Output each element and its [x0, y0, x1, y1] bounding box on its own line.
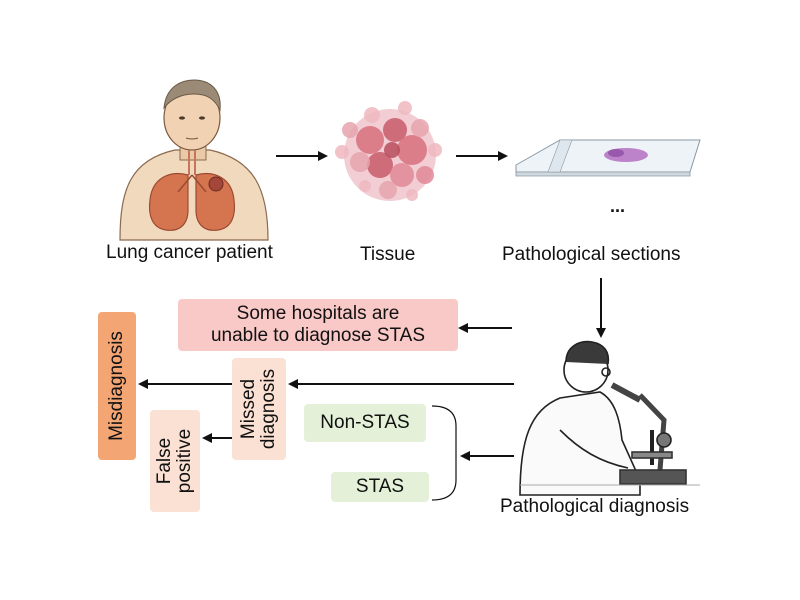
missed-diagnosis-box: Missed diagnosis	[232, 358, 286, 460]
misdiagnosis-text: Misdiagnosis	[106, 331, 127, 441]
tissue-label: Tissue	[360, 244, 416, 265]
classification-bracket	[431, 405, 457, 501]
stas-box: STAS	[331, 472, 429, 502]
stas-text: STAS	[355, 476, 405, 497]
false-line-2: positive	[174, 428, 195, 494]
missed-line-1: Missed	[238, 378, 259, 440]
hospitals-line-2: unable to diagnose STAS	[210, 325, 426, 346]
non-stas-box: Non-STAS	[304, 404, 426, 442]
more-sections-ellipsis: ...	[610, 196, 626, 216]
non-stas-text: Non-STAS	[320, 412, 410, 433]
sections-label: Pathological sections	[502, 244, 681, 265]
hospitals-line-1: Some hospitals are	[236, 303, 400, 324]
misdiagnosis-box: Misdiagnosis	[98, 312, 136, 460]
missed-line-2: diagnosis	[258, 368, 279, 450]
patient-label: Lung cancer patient	[106, 242, 273, 263]
false-positive-text: False positive	[154, 428, 195, 494]
false-positive-box: False positive	[150, 410, 200, 512]
diagnosis-label: Pathological diagnosis	[500, 496, 690, 517]
missed-diagnosis-text: Missed diagnosis	[238, 368, 279, 450]
false-line-1: False	[154, 437, 175, 485]
hospitals-unable-box: Some hospitals are unable to diagnose ST…	[178, 299, 458, 351]
